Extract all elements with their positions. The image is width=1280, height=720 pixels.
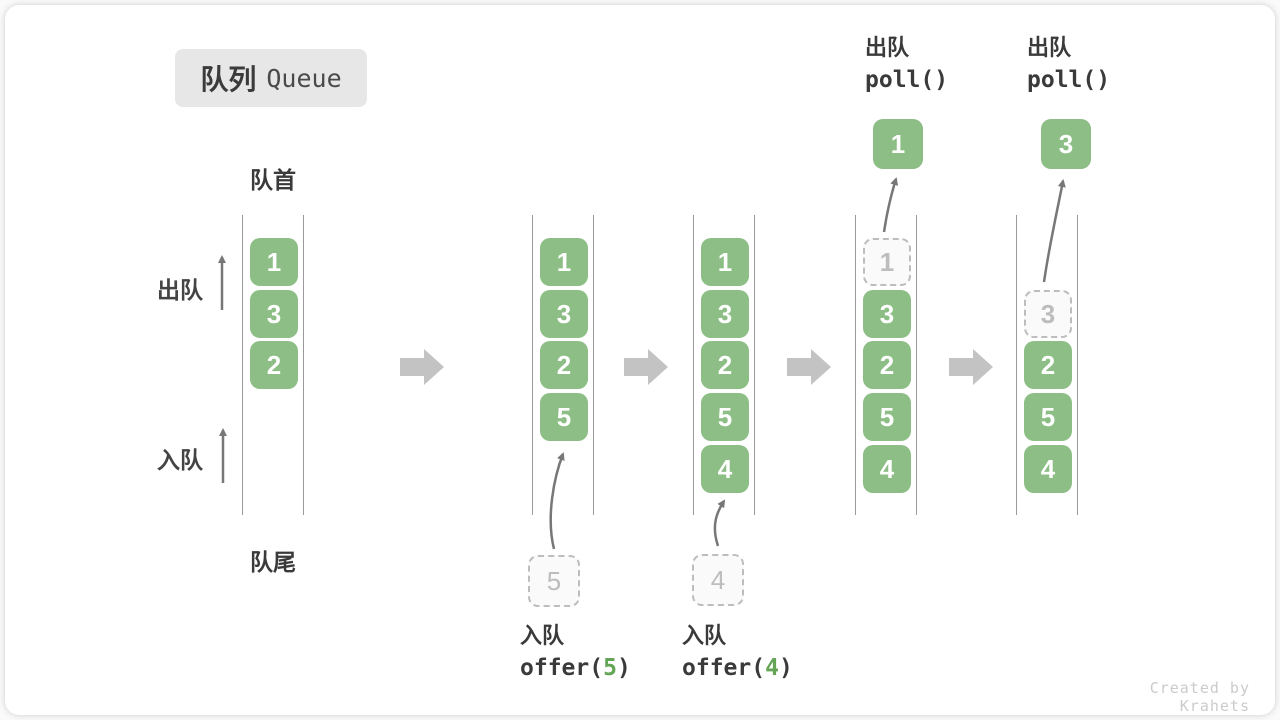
code-arg: 5 (603, 655, 617, 681)
transition-arrow-2 (624, 349, 668, 385)
queue-element: 2 (250, 341, 298, 389)
queue-state-3: 1 3 2 5 4 (693, 215, 755, 515)
queue-state-4: 1 3 2 5 4 (855, 215, 917, 515)
queue-state-1: 1 3 2 (242, 215, 304, 515)
polled-element: 1 (873, 119, 923, 169)
code-pre: offer( (682, 655, 766, 681)
offer4-operation-label: 入队 offer(4) (682, 621, 793, 685)
offer4-op-zh: 入队 (682, 623, 727, 648)
queue-element: 1 (250, 238, 298, 286)
queue-element: 4 (863, 445, 911, 493)
queue-element: 1 (701, 238, 749, 286)
queue-rear-label: 队尾 (250, 549, 296, 575)
title-badge: 队列 Queue (175, 49, 367, 107)
polled-element: 3 (1041, 119, 1091, 169)
offer5-op-code: offer(5) (520, 651, 631, 685)
incoming-element: 5 (528, 555, 580, 607)
queue-element: 2 (701, 341, 749, 389)
queue-element: 5 (701, 393, 749, 441)
watermark: Created by Krahets (1149, 679, 1250, 715)
code-pre: offer( (520, 655, 604, 681)
removed-element-slot: 3 (1024, 290, 1072, 338)
incoming-element: 4 (692, 554, 744, 606)
queue-diagram: 队列 Queue 队首 队尾 出队 入队 1 3 2 1 3 2 5 5 入队 … (5, 5, 1275, 715)
queue-element: 3 (250, 290, 298, 338)
arrows-overlay (218, 177, 1066, 550)
queue-element: 5 (863, 393, 911, 441)
poll1-op-code: poll() (865, 67, 949, 93)
offer5-op-zh: 入队 (520, 623, 565, 648)
queue-element: 2 (863, 341, 911, 389)
queue-element: 4 (701, 445, 749, 493)
queue-element: 3 (863, 290, 911, 338)
code-arg: 4 (765, 655, 779, 681)
queue-element: 2 (1024, 341, 1072, 389)
queue-state-2: 1 3 2 5 (532, 215, 594, 515)
queue-element: 5 (1024, 393, 1072, 441)
queue-element: 5 (540, 393, 588, 441)
enqueue-label: 入队 (157, 447, 203, 473)
queue-element: 3 (701, 290, 749, 338)
code-post: ) (616, 655, 631, 681)
queue-element: 4 (1024, 445, 1072, 493)
transition-arrow-4 (949, 349, 993, 385)
poll3-op-zh: 出队 (1027, 35, 1072, 60)
transition-arrow-3 (787, 349, 831, 385)
dequeue-label: 出队 (157, 277, 203, 303)
queue-element: 2 (540, 341, 588, 389)
removed-element-slot: 1 (863, 238, 911, 286)
code-post: ) (778, 655, 793, 681)
poll1-operation-label: 出队 poll() (865, 33, 948, 97)
title-zh: 队列 (200, 64, 257, 95)
queue-front-label: 队首 (250, 167, 296, 193)
poll3-op-code: poll() (1027, 67, 1111, 93)
queue-element: 3 (540, 290, 588, 338)
poll1-op-zh: 出队 (865, 35, 910, 60)
offer5-operation-label: 入队 offer(5) (520, 621, 631, 685)
transition-arrow-1 (400, 349, 444, 385)
queue-element: 1 (540, 238, 588, 286)
queue-state-5: 3 2 5 4 (1016, 215, 1078, 515)
offer4-op-code: offer(4) (682, 651, 793, 685)
diagram-card: 队列 Queue 队首 队尾 出队 入队 1 3 2 1 3 2 5 5 入队 … (5, 5, 1275, 715)
title-en: Queue (266, 63, 342, 93)
poll3-operation-label: 出队 poll() (1027, 33, 1110, 97)
